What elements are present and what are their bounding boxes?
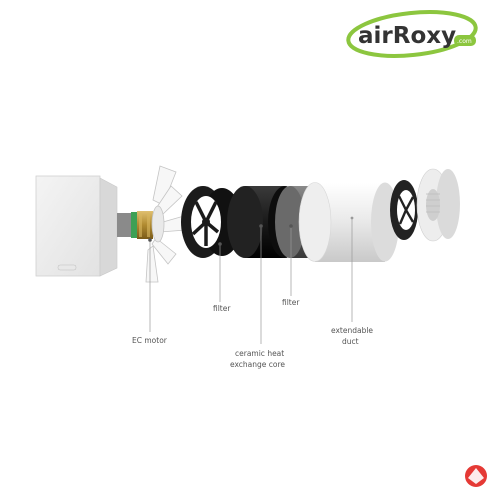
label-extendable-duct-line1: extendable — [331, 326, 373, 335]
leader-lines — [148, 218, 353, 344]
label-ec-motor: EC motor — [132, 336, 168, 345]
label-filter-2: filter — [282, 298, 300, 307]
fan-impeller — [145, 165, 187, 283]
label-filter-1: filter — [213, 304, 231, 313]
ec-motor — [117, 211, 153, 239]
corner-badge-icon — [465, 465, 487, 487]
outer-hood — [390, 168, 460, 242]
front-grille-unit — [35, 175, 118, 277]
label-extendable-duct-line2: duct — [342, 337, 359, 346]
airroxy-logo: airRoxy .com — [346, 10, 478, 58]
logo-domain: .com — [457, 38, 472, 45]
extendable-duct — [298, 182, 399, 262]
label-ceramic-core-line2: exchange core — [230, 360, 285, 369]
logo-text: airRoxy — [358, 23, 456, 49]
label-ceramic-core-line1: ceramic heat — [235, 349, 284, 358]
